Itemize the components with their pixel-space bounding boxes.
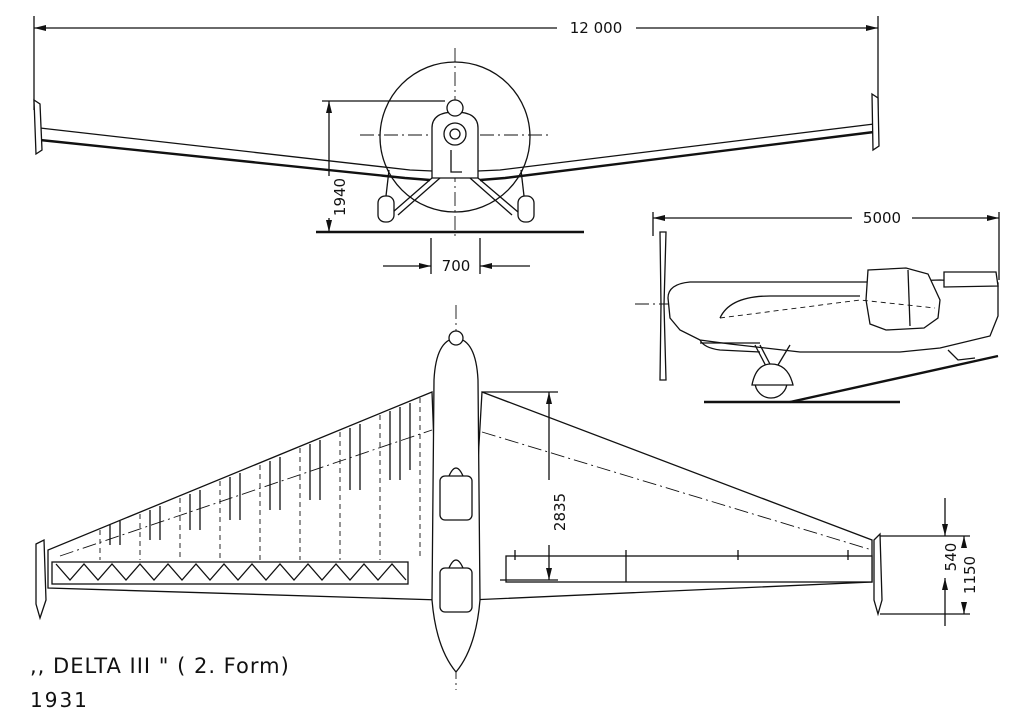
span-dimension-label: 12 000: [570, 19, 623, 37]
tip-chord-label: 1150: [961, 556, 979, 594]
plan-right-wing: [469, 391, 883, 617]
side-propeller: [659, 231, 667, 381]
length-dimension-label: 5000: [863, 209, 901, 227]
side-slope-line: [789, 354, 999, 404]
front-landing-gear: [377, 169, 535, 223]
drawing-year: 1931: [30, 688, 89, 712]
front-wing: [33, 92, 880, 182]
side-view: 5000: [635, 209, 1000, 404]
tip-chord-inner-label: 540: [942, 543, 960, 572]
side-landing-gear: [751, 344, 976, 399]
height-dimension-label: 1940: [331, 178, 349, 216]
front-fuselage: [431, 99, 479, 179]
plan-view: 2835 540 1150: [35, 305, 979, 690]
track-dimension-label: 700: [442, 257, 471, 275]
sweep-dimension-label: 2835: [551, 493, 569, 531]
side-fuselage: [667, 267, 999, 353]
front-view: 12 000: [33, 16, 880, 275]
span-dimension-line: [33, 16, 879, 110]
tip-chord-dimension-lines: [880, 498, 970, 626]
height-dimension-line: [322, 100, 445, 232]
plan-left-wing: [35, 391, 441, 621]
drawing-title: ,, DELTA III " ( 2. Form): [30, 654, 290, 678]
track-dimension-line: [383, 238, 530, 274]
length-dimension-line: [652, 212, 1000, 280]
sweep-dimension-line: [482, 391, 558, 581]
plan-fuselage: [431, 330, 481, 674]
